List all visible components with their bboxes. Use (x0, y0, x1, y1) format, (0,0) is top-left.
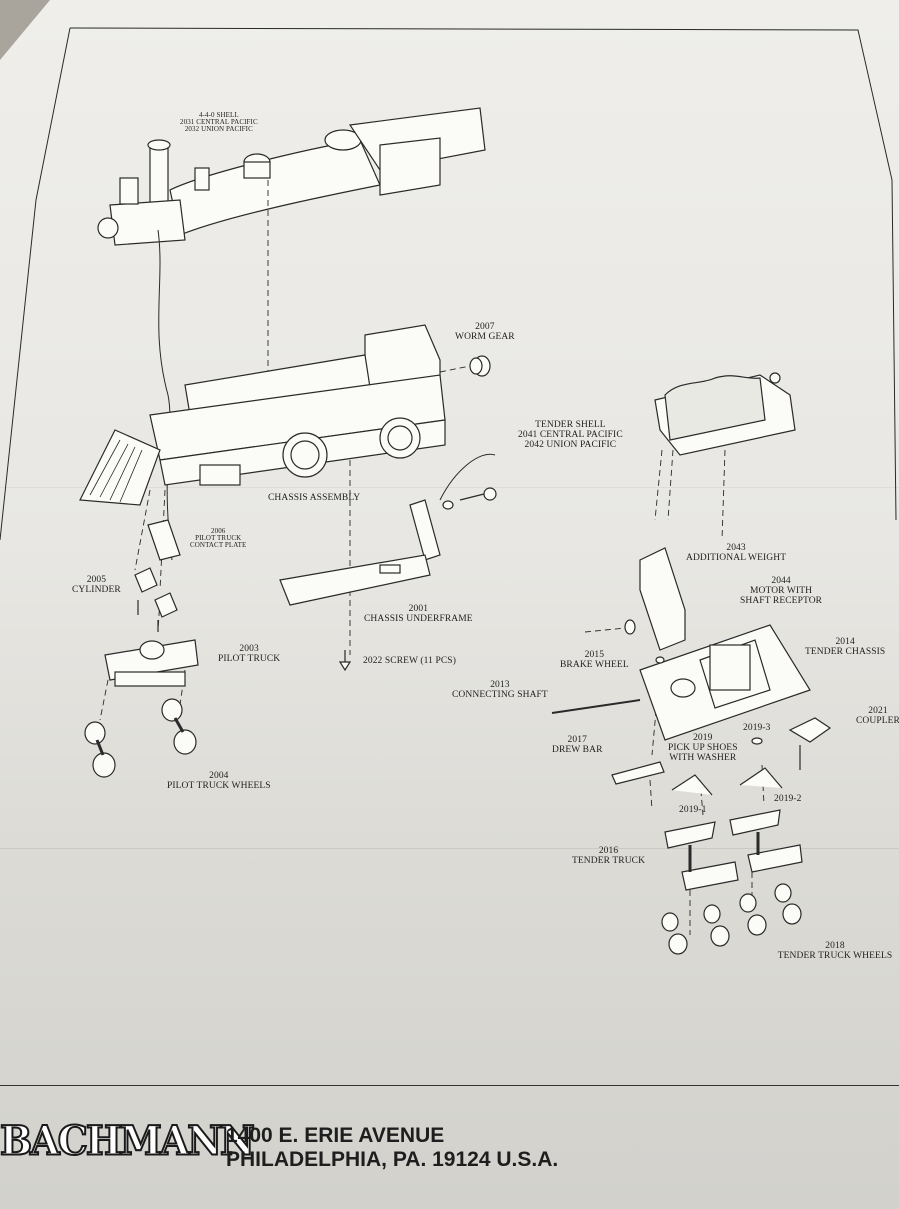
diagram-border (69, 27, 897, 521)
label-2019-3: 2019-3 (743, 723, 771, 733)
connecting-shaft-part (551, 699, 641, 714)
drew-bar-part (611, 761, 665, 785)
paper-fold (0, 848, 899, 849)
paper-fold (0, 487, 899, 488)
tender-truck-part (664, 809, 803, 891)
pickup-shoes-part (671, 737, 783, 796)
screw-2022 (338, 650, 352, 672)
wire (157, 229, 173, 561)
label-screw: 2022 SCREW (11 PCS) (363, 656, 456, 666)
pilot-truck-part (104, 639, 199, 687)
loco-shell (97, 107, 486, 246)
chassis-assembly (79, 324, 446, 506)
label-2019-2: 2019-2 (774, 794, 802, 804)
cylinder-part (134, 567, 178, 632)
screw-part (442, 487, 497, 510)
additional-weight-part (639, 547, 686, 651)
tender-shell-part (654, 372, 796, 456)
contact-plate-part (147, 519, 181, 561)
chassis-underframe-part (279, 499, 441, 606)
company-address: 1400 E. ERIE AVENUE PHILADELPHIA, PA. 19… (226, 1124, 558, 1172)
brake-wheel-part (624, 619, 665, 664)
wire (439, 453, 496, 501)
tender-truck-wheels-part (661, 883, 802, 955)
coupler-part (788, 717, 832, 770)
pilot-truck-wheels-part (84, 698, 197, 778)
tender-chassis-part (639, 624, 811, 741)
footer-rule (0, 1085, 899, 1086)
label-chassis-assembly: CHASSIS ASSEMBLY (268, 493, 361, 503)
address-line-1: 1400 E. ERIE AVENUE (226, 1124, 445, 1147)
brand-logo: BACHMANN (0, 1116, 256, 1165)
worm-gear-part (469, 355, 491, 377)
label-2019-1: 2019-1 (679, 805, 707, 815)
diagram-border (0, 27, 71, 541)
address-line-2: PHILADELPHIA, PA. 19124 U.S.A. (226, 1148, 559, 1171)
